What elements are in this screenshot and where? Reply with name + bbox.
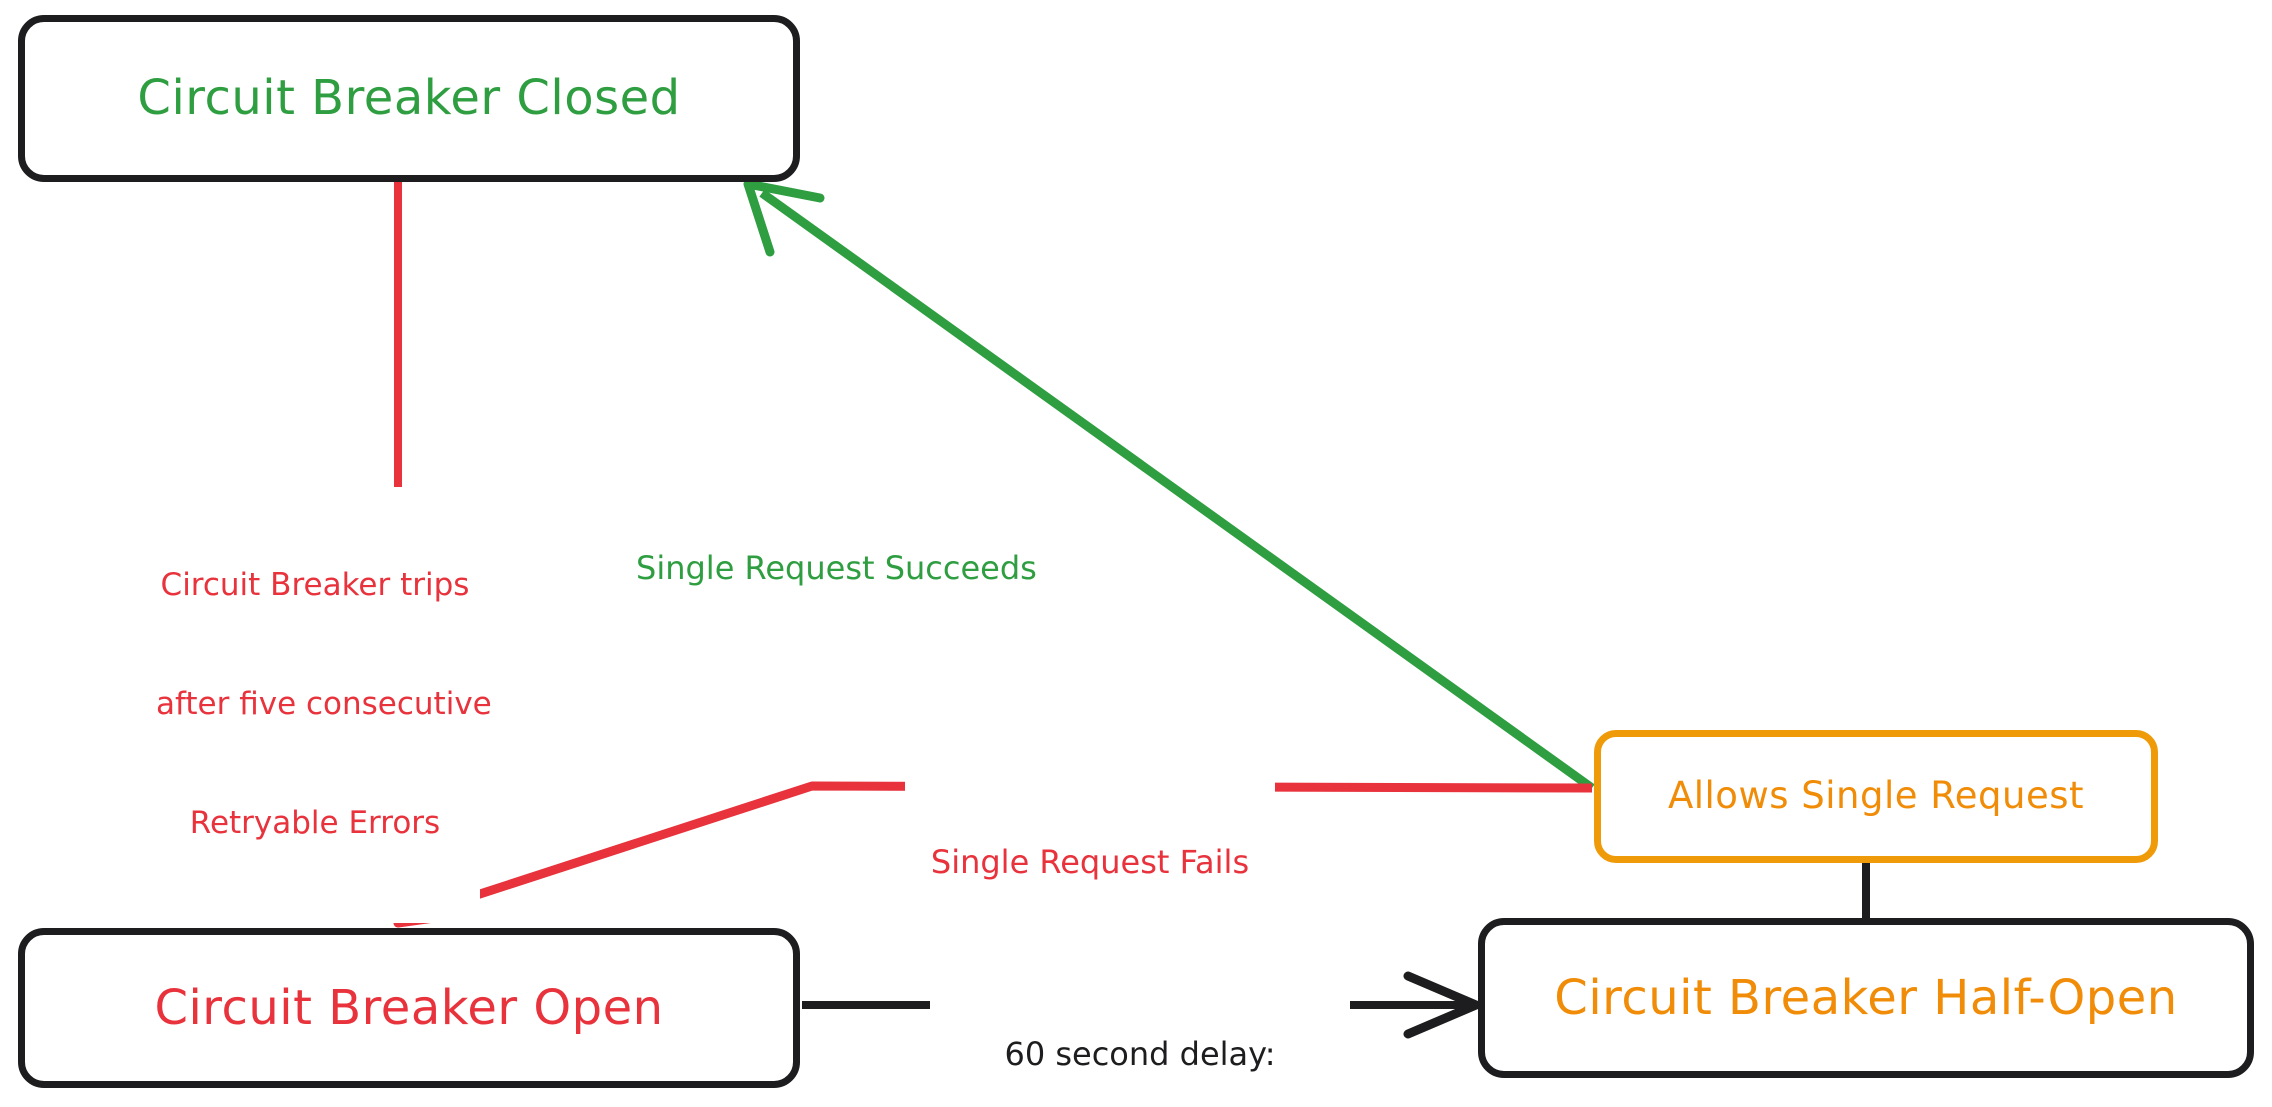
node-circuit-breaker-closed[interactable]: Circuit Breaker Closed: [18, 15, 800, 182]
edge-label-line: Circuit Breaker trips: [160, 567, 470, 604]
node-label-closed: Circuit Breaker Closed: [137, 70, 681, 127]
node-label-open: Circuit Breaker Open: [154, 979, 664, 1036]
edge-label-line: 60 second delay:: [1004, 1034, 1276, 1073]
node-circuit-breaker-half-open[interactable]: Circuit Breaker Half-Open: [1478, 918, 2254, 1078]
edge-label-line: Single Request Fails: [930, 842, 1250, 881]
edge-label-line: after five consecutive: [156, 686, 492, 723]
edge-label-closed-to-open: Circuit Breaker trips after five consecu…: [150, 487, 492, 924]
node-circuit-breaker-open[interactable]: Circuit Breaker Open: [18, 928, 800, 1088]
edge-label-line: Single Request Succeeds: [636, 548, 1037, 587]
edge-label-line: Retryable Errors: [189, 805, 441, 842]
node-allows-single-request[interactable]: Allows Single Request: [1594, 730, 2158, 863]
node-label-half-open: Circuit Breaker Half-Open: [1554, 969, 2178, 1026]
node-label-allows: Allows Single Request: [1667, 774, 2085, 818]
edge-label-open-to-half-open: 60 second delay: No requests allowed: [930, 952, 1350, 1107]
edge-label-allows-to-open: Single Request Fails: [905, 760, 1275, 965]
edge-label-allows-to-closed: Single Request Succeeds: [630, 466, 1037, 671]
